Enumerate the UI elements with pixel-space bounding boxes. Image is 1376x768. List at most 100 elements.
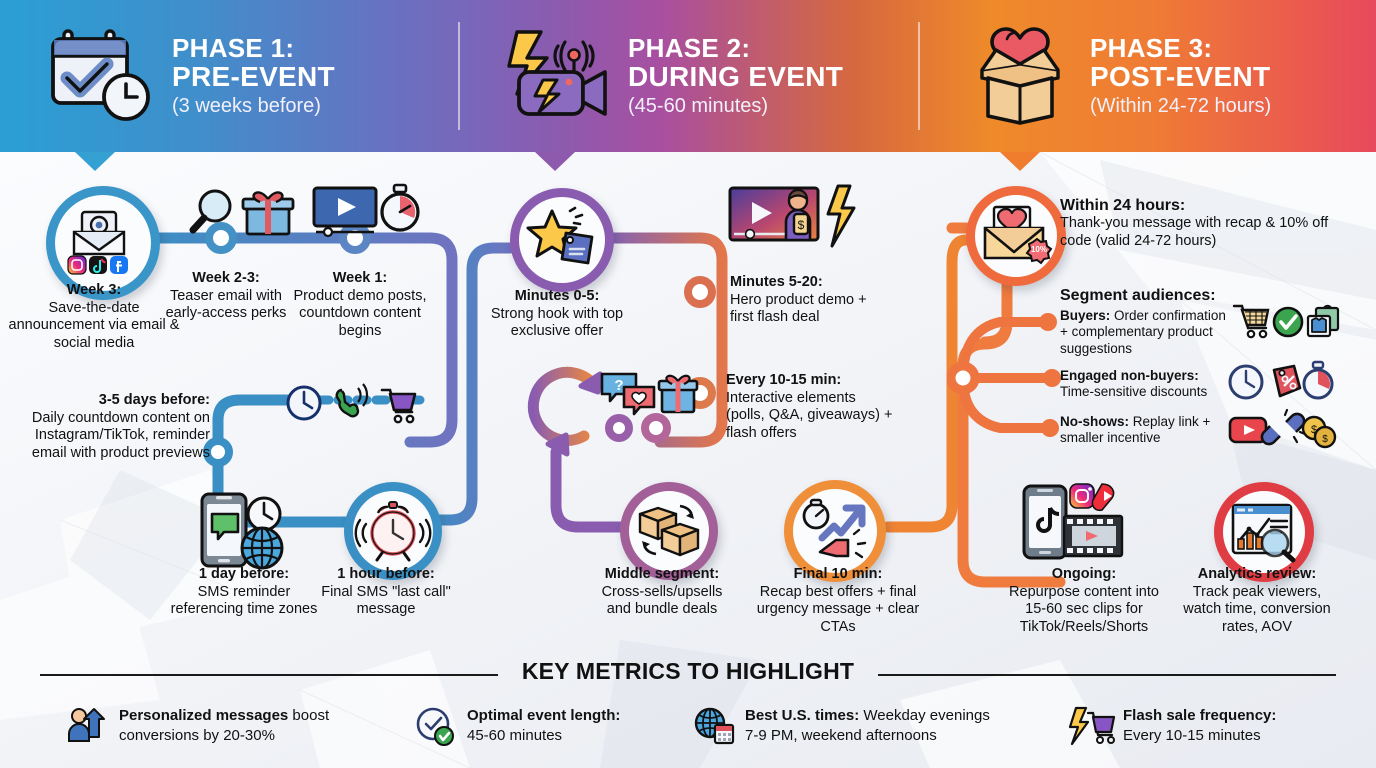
svg-text:10%: 10%: [1031, 245, 1047, 254]
label-minutes-5-20-body: Hero product demo + first flash deal: [730, 291, 867, 326]
label-every-10-15-title: Every 10-15 min:: [726, 372, 842, 388]
svg-text:$: $: [798, 218, 805, 232]
label-segment-no-shows: No-shows: Replay link + smaller incentiv…: [1060, 414, 1240, 447]
heart-box-icon: [962, 18, 1078, 134]
email-social-icon: [67, 210, 128, 275]
boxes-swap-icon: [638, 504, 700, 557]
label-ongoing: Ongoing: Repurpose content into 15-60 se…: [998, 566, 1170, 636]
phase-3-header: PHASE 3: POST-EVENT (Within 24-72 hours): [962, 0, 1271, 152]
clock-check-icon: [414, 706, 458, 746]
demo-video-bolt-icon: $: [728, 184, 858, 250]
analytics-magnifier-icon: [1231, 503, 1296, 563]
node-within-24-hours[interactable]: 10%: [966, 186, 1066, 286]
key-metric-4-line2: Every 10-15 minutes: [1123, 726, 1261, 744]
label-week-2-3-title: Week 2-3:: [192, 270, 260, 286]
label-1-day-before: 1 day before: SMS reminder referencing t…: [162, 566, 326, 619]
phase-1-title-line2: PRE-EVENT: [172, 61, 335, 93]
person-growth-icon: [66, 706, 110, 746]
key-metric-4-text: Flash sale frequency: Every 10-15 minute…: [1123, 706, 1276, 745]
segment-audiences-title: Segment audiences:: [1060, 287, 1216, 304]
label-analytics-review: Analytics review: Track peak viewers, wa…: [1178, 566, 1336, 636]
label-within-24-hours: Within 24 hours: Thank-you message with …: [1060, 196, 1360, 250]
clock-phone-cart-icon: [286, 382, 417, 424]
key-metric-1-text: Personalized messages boost conversions …: [119, 706, 329, 745]
label-3-5-days-body: Daily countdown content on Instagram/Tik…: [31, 409, 210, 461]
key-metric-1: Personalized messages boost conversions …: [66, 706, 376, 746]
phase-1-title-block: PHASE 1: PRE-EVENT (3 weeks before): [172, 33, 335, 117]
clock-discount-stopwatch-icon: [1228, 360, 1334, 402]
bolt-cart-icon: [1068, 706, 1116, 746]
phase-2-title-line2: DURING EVENT: [628, 61, 844, 93]
label-week-3-body: Save-the-date announcement via email & s…: [8, 299, 180, 351]
label-segment-buyers-body: Order confirmation + complementary produ…: [1060, 308, 1226, 356]
label-minutes-5-20-title: Minutes 5-20:: [730, 274, 823, 290]
chat-heart-gift-icon: ?: [598, 370, 699, 418]
svg-text:?: ?: [614, 377, 623, 394]
phase-2-notch: [535, 152, 575, 171]
key-metric-2-bold: Optimal event length:: [467, 707, 621, 724]
svg-text:$: $: [1311, 424, 1317, 436]
phase-3-subtitle: (Within 24-72 hours): [1090, 94, 1272, 117]
magnifier-gift-icon: [186, 184, 306, 240]
node-analytics-review[interactable]: [1214, 482, 1314, 582]
label-segment-buyers: Buyers: Order confirmation + complementa…: [1060, 308, 1232, 357]
node-final-10-min[interactable]: [784, 480, 886, 582]
key-metric-3: Best U.S. times: Weekday evenings 7-9 PM…: [692, 706, 1042, 746]
label-every-10-15-min: Every 10-15 min: Interactive elements (p…: [726, 372, 898, 442]
key-metric-1-line2: conversions by 20-30%: [119, 726, 275, 744]
label-segment-engaged: Engaged non-buyers: Time-sensitive disco…: [1060, 368, 1232, 401]
label-minutes-0-5: Minutes 0-5: Strong hook with top exclus…: [482, 288, 632, 341]
node-1-hour-before[interactable]: [344, 482, 442, 580]
alarm-clock-icon: [354, 501, 432, 562]
phase-2-title-line1: PHASE 2:: [628, 33, 751, 64]
label-3-5-days-title: 3-5 days before:: [98, 392, 210, 408]
label-segment-no-shows-label: No-shows:: [1060, 414, 1129, 429]
label-analytics-review-title: Analytics review:: [1197, 566, 1317, 582]
phase-1-title-line1: PHASE 1:: [172, 33, 295, 64]
key-metric-3-line2: 7-9 PM, weekend afternoons: [745, 726, 937, 744]
phase-1-header: PHASE 1: PRE-EVENT (3 weeks before): [44, 0, 335, 152]
label-week-1: Week 1: Product demo posts, countdown co…: [292, 270, 428, 340]
node-week-3[interactable]: [46, 186, 160, 300]
phase-2-header: PHASE 2: DURING EVENT (45-60 minutes): [500, 0, 843, 152]
label-1-hour-before: 1 hour before: Final SMS "last call" mes…: [320, 566, 452, 619]
label-week-1-title: Week 1:: [332, 270, 388, 286]
key-metric-4: Flash sale frequency: Every 10-15 minute…: [1068, 706, 1360, 746]
label-3-5-days-before: 3-5 days before: Daily countdown content…: [30, 392, 210, 462]
label-ongoing-body: Repurpose content into 15-60 sec clips f…: [1009, 583, 1159, 635]
label-every-10-15-body: Interactive elements (polls, Q&A, giveaw…: [726, 389, 893, 441]
star-tag-icon: [526, 206, 594, 265]
label-week-2-3-body: Teaser email with early-access perks: [165, 287, 287, 322]
label-final-10-min: Final 10 min: Recap best offers + final …: [756, 566, 920, 636]
phase-3-title-block: PHASE 3: POST-EVENT (Within 24-72 hours): [1090, 34, 1272, 117]
label-middle-segment-body: Cross-sells/upsells and bundle deals: [601, 583, 723, 618]
label-within-24-hours-body: Thank-you message with recap & 10% off c…: [1060, 215, 1329, 249]
live-broadcast-camera-icon: [500, 18, 616, 134]
label-minutes-0-5-title: Minutes 0-5:: [514, 288, 600, 304]
cart-check-products-icon: [1232, 302, 1340, 342]
label-1-hour-body: Final SMS "last call" message: [321, 583, 451, 618]
phase-1-subtitle: (3 weeks before): [172, 94, 321, 117]
phase-header-bar: PHASE 1: PRE-EVENT (3 weeks before): [0, 0, 1376, 152]
label-1-day-body: SMS reminder referencing time zones: [170, 583, 318, 618]
key-metrics-section: KEY METRICS TO HIGHLIGHT Personalized me…: [0, 648, 1376, 768]
globe-calendar-icon: [692, 706, 736, 746]
label-segment-engaged-body: Time-sensitive discounts: [1060, 384, 1208, 400]
label-segment-buyers-label: Buyers:: [1060, 308, 1111, 323]
calendar-check-clock-icon: [44, 18, 160, 134]
phone-sms-globe-icon: [200, 492, 292, 570]
node-minutes-0-5[interactable]: [510, 188, 614, 292]
key-metric-3-text: Best U.S. times: Weekday evenings 7-9 PM…: [745, 706, 990, 745]
label-week-3-title: Week 3:: [66, 282, 122, 298]
key-metric-4-bold: Flash sale frequency:: [1123, 707, 1277, 724]
label-middle-segment: Middle segment: Cross-sells/upsells and …: [596, 566, 728, 619]
header-divider-1: [458, 22, 460, 130]
node-middle-segment[interactable]: [620, 482, 718, 580]
phase-2-title-block: PHASE 2: DURING EVENT (45-60 minutes): [628, 33, 844, 117]
label-week-2-3: Week 2-3: Teaser email with early-access…: [155, 270, 297, 323]
header-divider-2: [918, 22, 920, 130]
label-minutes-0-5-body: Strong hook with top exclusive offer: [490, 305, 624, 340]
label-final-10-min-body: Recap best offers + final urgency messag…: [756, 583, 920, 635]
